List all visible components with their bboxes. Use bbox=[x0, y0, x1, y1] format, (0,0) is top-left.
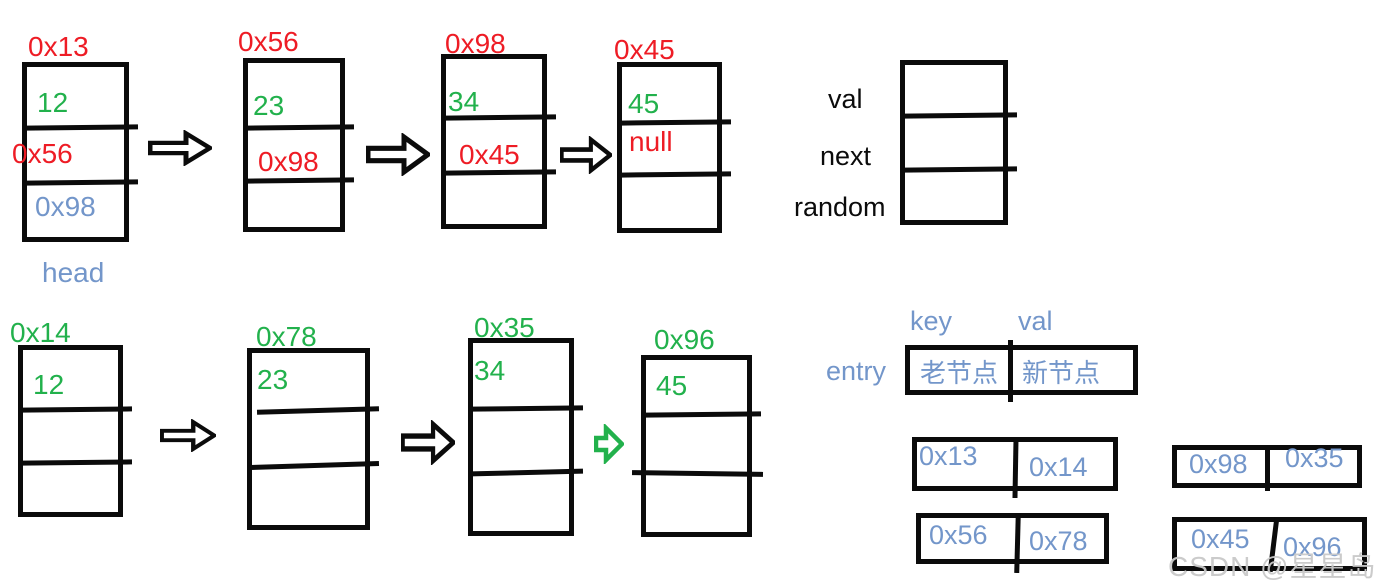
pair-val: 0x96 bbox=[1283, 532, 1342, 562]
flow-arrow-icon bbox=[148, 130, 212, 166]
entry-key-cell: 老节点 bbox=[920, 358, 999, 388]
map-entry-label: entry bbox=[826, 356, 887, 386]
flow-arrow-icon bbox=[366, 133, 430, 176]
node-next: null bbox=[629, 126, 673, 157]
cell-divider bbox=[443, 169, 557, 176]
legend-field-random: random bbox=[794, 192, 886, 222]
cell-divider bbox=[643, 411, 762, 418]
node-val: 45 bbox=[628, 88, 660, 119]
old-node-1: 0x13 12 0x56 0x98 bbox=[12, 33, 139, 242]
cell-divider bbox=[470, 468, 584, 477]
node-val: 23 bbox=[257, 364, 289, 395]
entry-val-cell: 新节点 bbox=[1022, 358, 1101, 388]
cell-divider bbox=[256, 406, 380, 415]
map-entry-box: 老节点 新节点 bbox=[905, 340, 1138, 402]
head-pointer-label: head bbox=[42, 257, 105, 288]
cell-divider bbox=[631, 470, 764, 477]
green-arrow-icon bbox=[594, 424, 624, 464]
cell-divider bbox=[24, 179, 139, 186]
node-address-label: 0x13 bbox=[28, 31, 89, 62]
flow-arrow-icon bbox=[560, 136, 612, 174]
node-address-label: 0x78 bbox=[256, 321, 317, 352]
node-val: 45 bbox=[656, 370, 688, 401]
node-val: 34 bbox=[474, 355, 506, 386]
map-val-header: val bbox=[1018, 306, 1053, 336]
map-pair-box: 0x98 0x35 bbox=[1172, 443, 1362, 491]
pair-divider bbox=[1014, 513, 1021, 574]
cell-divider bbox=[245, 177, 355, 184]
new-node-3: 0x35 34 bbox=[468, 314, 584, 536]
cell-divider bbox=[20, 406, 133, 413]
node-val: 12 bbox=[37, 87, 69, 118]
csdn-watermark: CSDN @星星岛屿 bbox=[1168, 551, 1377, 582]
flow-arrow-icon bbox=[160, 419, 216, 452]
cell-divider bbox=[245, 124, 355, 131]
pair-key: 0x13 bbox=[919, 441, 978, 471]
pair-key: 0x56 bbox=[929, 520, 988, 550]
cell-divider bbox=[470, 405, 584, 412]
new-node-4: 0x96 45 bbox=[631, 326, 764, 537]
node-address-label: 0x56 bbox=[238, 26, 299, 57]
map-pair-box: 0x45 0x96 bbox=[1172, 517, 1367, 573]
pair-divider bbox=[1012, 437, 1019, 499]
node-val: 12 bbox=[33, 369, 65, 400]
cell-divider bbox=[249, 460, 380, 471]
cell-divider bbox=[619, 119, 732, 126]
entry-divider bbox=[1008, 340, 1013, 402]
pair-key: 0x98 bbox=[1189, 449, 1248, 479]
node-random: 0x98 bbox=[35, 191, 96, 222]
cell-divider bbox=[20, 459, 133, 466]
node-next: 0x98 bbox=[258, 146, 319, 177]
old-node-3: 0x98 34 0x45 bbox=[441, 30, 557, 229]
cell-divider bbox=[902, 112, 1018, 119]
cell-divider bbox=[24, 124, 139, 131]
legend-field-val: val bbox=[828, 84, 863, 114]
flow-arrow-icon bbox=[401, 420, 455, 465]
pair-divider bbox=[1265, 447, 1270, 491]
cell-divider bbox=[902, 166, 1018, 173]
cell-divider bbox=[619, 171, 732, 178]
map-pair-box: 0x13 0x14 bbox=[912, 437, 1118, 499]
node-address-label: 0x45 bbox=[614, 34, 675, 65]
node-address-label: 0x96 bbox=[654, 324, 715, 355]
pair-val: 0x78 bbox=[1029, 526, 1088, 556]
old-node-2: 0x56 23 0x98 bbox=[238, 28, 355, 232]
pair-key: 0x45 bbox=[1191, 524, 1250, 554]
node-address-label: 0x98 bbox=[445, 28, 506, 59]
node-address-label: 0x14 bbox=[10, 317, 71, 348]
pair-val: 0x35 bbox=[1285, 443, 1344, 473]
node-next: 0x45 bbox=[459, 139, 520, 170]
node-next: 0x56 bbox=[12, 138, 73, 169]
cell-divider bbox=[443, 114, 557, 121]
new-node-2: 0x78 23 bbox=[247, 323, 380, 530]
map-pair-box: 0x56 0x78 bbox=[916, 513, 1109, 574]
legend-field-next: next bbox=[820, 141, 872, 171]
node-val: 23 bbox=[253, 90, 285, 121]
node-address-label: 0x35 bbox=[474, 312, 535, 343]
new-node-1: 0x14 12 bbox=[10, 319, 133, 517]
pair-val: 0x14 bbox=[1029, 452, 1088, 482]
node-val: 34 bbox=[448, 86, 480, 117]
old-node-4: 0x45 45 null bbox=[614, 36, 732, 233]
struct-legend-box bbox=[900, 60, 1018, 225]
map-key-header: key bbox=[910, 306, 953, 336]
